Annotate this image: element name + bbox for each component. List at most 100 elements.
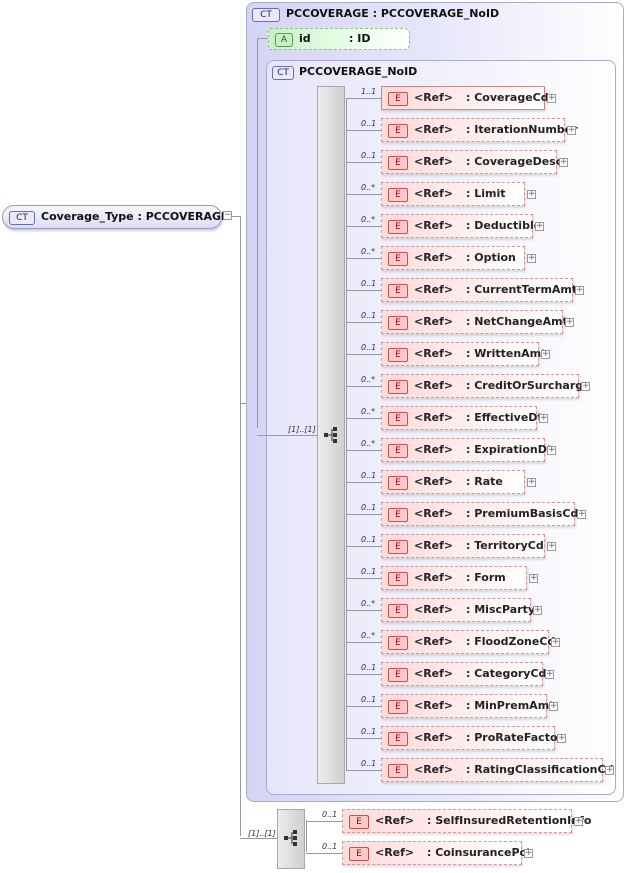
element-node[interactable]: E<Ref>: NetChangeAmt [381,310,568,334]
element-node[interactable]: E<Ref>: CurrentTermAmt [381,278,577,302]
element-ref-label: <Ref> [414,91,454,104]
expand-icon[interactable]: + [527,189,536,199]
element-ref-label: <Ref> [414,283,454,296]
element-name: : CoverageDesc [466,155,563,168]
element-node[interactable]: E<Ref>: SelfInsuredRetentionInfo [342,809,591,833]
expand-icon[interactable]: + [551,637,560,647]
element-connector [346,546,381,547]
expand-icon[interactable]: + [547,445,556,455]
element-name: : CoinsurancePct [427,846,532,859]
element-node[interactable]: E<Ref>: IterationNumber [381,118,578,142]
element-node[interactable]: E <Ref> : MinPremAmt [381,694,554,718]
element-node[interactable]: E<Ref>: CoinsurancePct [342,841,531,865]
expand-icon[interactable]: + [529,573,538,583]
element-connector [346,738,381,739]
expand-icon[interactable]: + [581,381,590,391]
element-ref-label: <Ref> [414,699,454,712]
element-ref-label: <Ref> [414,763,454,776]
element-node[interactable]: E<Ref>: Deductible [381,214,541,238]
element-node[interactable]: E<Ref>: WrittenAmt [381,342,546,366]
expand-icon[interactable]: + [559,157,568,167]
element-ref-label: <Ref> [375,814,415,827]
element-cardinality: 0..1 [322,842,338,851]
element-icon: E [388,220,408,234]
element-ref-label: <Ref> [375,846,415,859]
expand-icon[interactable]: + [533,605,542,615]
expand-icon[interactable]: + [567,125,576,135]
expand-icon[interactable]: + [549,701,558,711]
element-cardinality: 0..* [361,247,376,256]
element-node[interactable]: E<Ref>: ExpirationDt [381,438,552,462]
element-icon: E [388,380,408,394]
element-connector [346,226,381,227]
element-cardinality: 0..1 [361,119,377,128]
element-ref-label: <Ref> [414,603,454,616]
element-connector [346,610,381,611]
element-ref-label: <Ref> [414,379,454,392]
element-name: : WrittenAmt [466,347,547,360]
attribute-id-node[interactable]: A id : ID [268,28,410,50]
expand-icon[interactable]: + [547,93,556,103]
expand-icon[interactable]: + [547,541,556,551]
expand-icon[interactable]: + [545,669,554,679]
element-node[interactable]: E<Ref>: MiscParty [381,598,535,622]
element-name: : MinPremAmt [466,699,555,712]
element-node[interactable]: E<Ref>: Form [381,566,527,590]
expand-icon[interactable]: + [527,477,536,487]
element-ref-label: <Ref> [414,443,454,456]
element-name: : NetChangeAmt [466,315,568,328]
element-name: : Option [466,251,516,264]
element-node[interactable]: E <Ref> : CreditOrSurcharge [381,374,591,398]
expand-icon[interactable]: + [557,733,566,743]
element-name: : Rate [466,475,503,488]
element-ref-label: <Ref> [414,571,454,584]
element-icon: E [388,540,408,554]
expand-icon[interactable]: + [527,253,536,263]
sequence2-cardinality: [1]..[1] [248,829,276,838]
seq-connector [257,435,317,436]
root-complex-type-node[interactable]: CT Coverage_Type : PCCOVERAGE [2,205,229,229]
element-node[interactable]: E<Ref>: ProRateFactor [381,726,563,750]
element-node[interactable]: E<Ref>: CoverageCd [381,86,549,110]
element-name: : CreditOrSurcharge [466,379,591,392]
element-node[interactable]: E<Ref>: RatingClassificationCd [381,758,613,782]
element-cardinality: 0..* [361,375,376,384]
sequence-icon [324,427,337,443]
element-ref-label: <Ref> [414,667,454,680]
element-node[interactable]: E<Ref>: PremiumBasisCd [381,502,578,526]
sequence2-compositor[interactable] [277,809,305,869]
element-node[interactable]: E <Ref> : CategoryCd [381,662,547,686]
element-ref-label: <Ref> [414,347,454,360]
element-node[interactable]: E<Ref>: Limit [381,182,525,206]
attr-connector [257,38,269,39]
expand-icon[interactable]: + [524,848,533,858]
element-connector [346,290,381,291]
element-node[interactable]: E<Ref>: FloodZoneCd [381,630,555,654]
expand-icon[interactable]: + [541,349,550,359]
element-ref-label: <Ref> [414,731,454,744]
element-node[interactable]: E<Ref>: Option [381,246,525,270]
expand-icon[interactable]: + [565,317,574,327]
expand-icon[interactable]: + [574,816,583,826]
element-node[interactable]: E<Ref>: TerritoryCd [381,534,545,558]
element-connector [346,354,381,355]
expand-icon[interactable]: + [577,509,586,519]
element-name: : CategoryCd [466,667,547,680]
element-node[interactable]: E<Ref>: EffectiveDt [381,406,543,430]
element-node[interactable]: E<Ref>: Rate [381,470,525,494]
expand-icon[interactable]: + [575,285,584,295]
sequence-cardinality: [1]..[1] [288,425,316,434]
expand-icon[interactable]: + [605,765,614,775]
element-node[interactable]: E<Ref>: CoverageDesc [381,150,562,174]
outer-type-title: PCCOVERAGE : PCCOVERAGE_NoID [286,7,500,20]
root-label: Coverage_Type : PCCOVERAGE [41,210,229,223]
element-cardinality: 0..1 [361,343,377,352]
element-ref-label: <Ref> [414,539,454,552]
collapse-icon[interactable]: − [223,210,232,220]
element-ref-label: <Ref> [414,219,454,232]
element-icon: E [388,700,408,714]
element-icon: E [388,252,408,266]
expand-icon[interactable]: + [535,221,544,231]
expand-icon[interactable]: + [539,413,548,423]
element-icon: E [388,668,408,682]
